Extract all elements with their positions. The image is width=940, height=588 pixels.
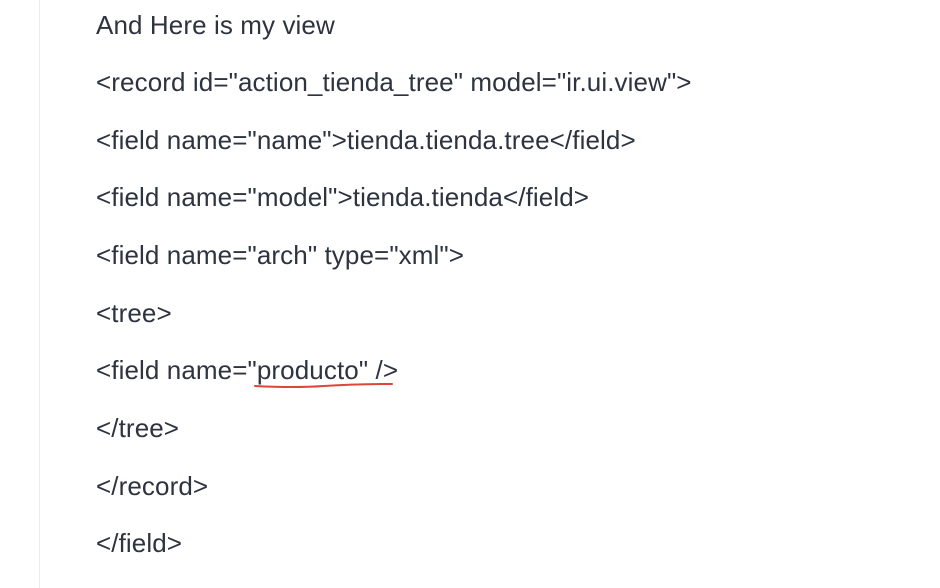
code-line-field-arch: <field name="arch" type="xml">: [96, 240, 464, 270]
left-border: [39, 0, 40, 588]
code-line-record-close: </record>: [96, 471, 209, 501]
code-line-field-name: <field name="name">tienda.tienda.tree</f…: [96, 125, 636, 155]
misspelled-word-text: producto": [256, 355, 369, 385]
code-line-field-producto: <field name="producto" />: [96, 350, 398, 390]
producto-line-prefix: <field name=": [96, 355, 257, 385]
intro-text: And Here is my view: [96, 10, 335, 40]
code-line-field-model: <field name="model">tienda.tienda</field…: [96, 182, 590, 212]
producto-line-suffix: />: [368, 355, 399, 385]
misspelled-word[interactable]: producto": [253, 350, 393, 390]
spellcheck-underline: [253, 383, 393, 388]
code-line-tree-open: <tree>: [96, 298, 172, 328]
code-line-tree-close: </tree>: [96, 413, 180, 443]
code-line-field-close: </field>: [96, 528, 183, 558]
code-line-record: <record id="action_tienda_tree" model="i…: [96, 67, 692, 97]
